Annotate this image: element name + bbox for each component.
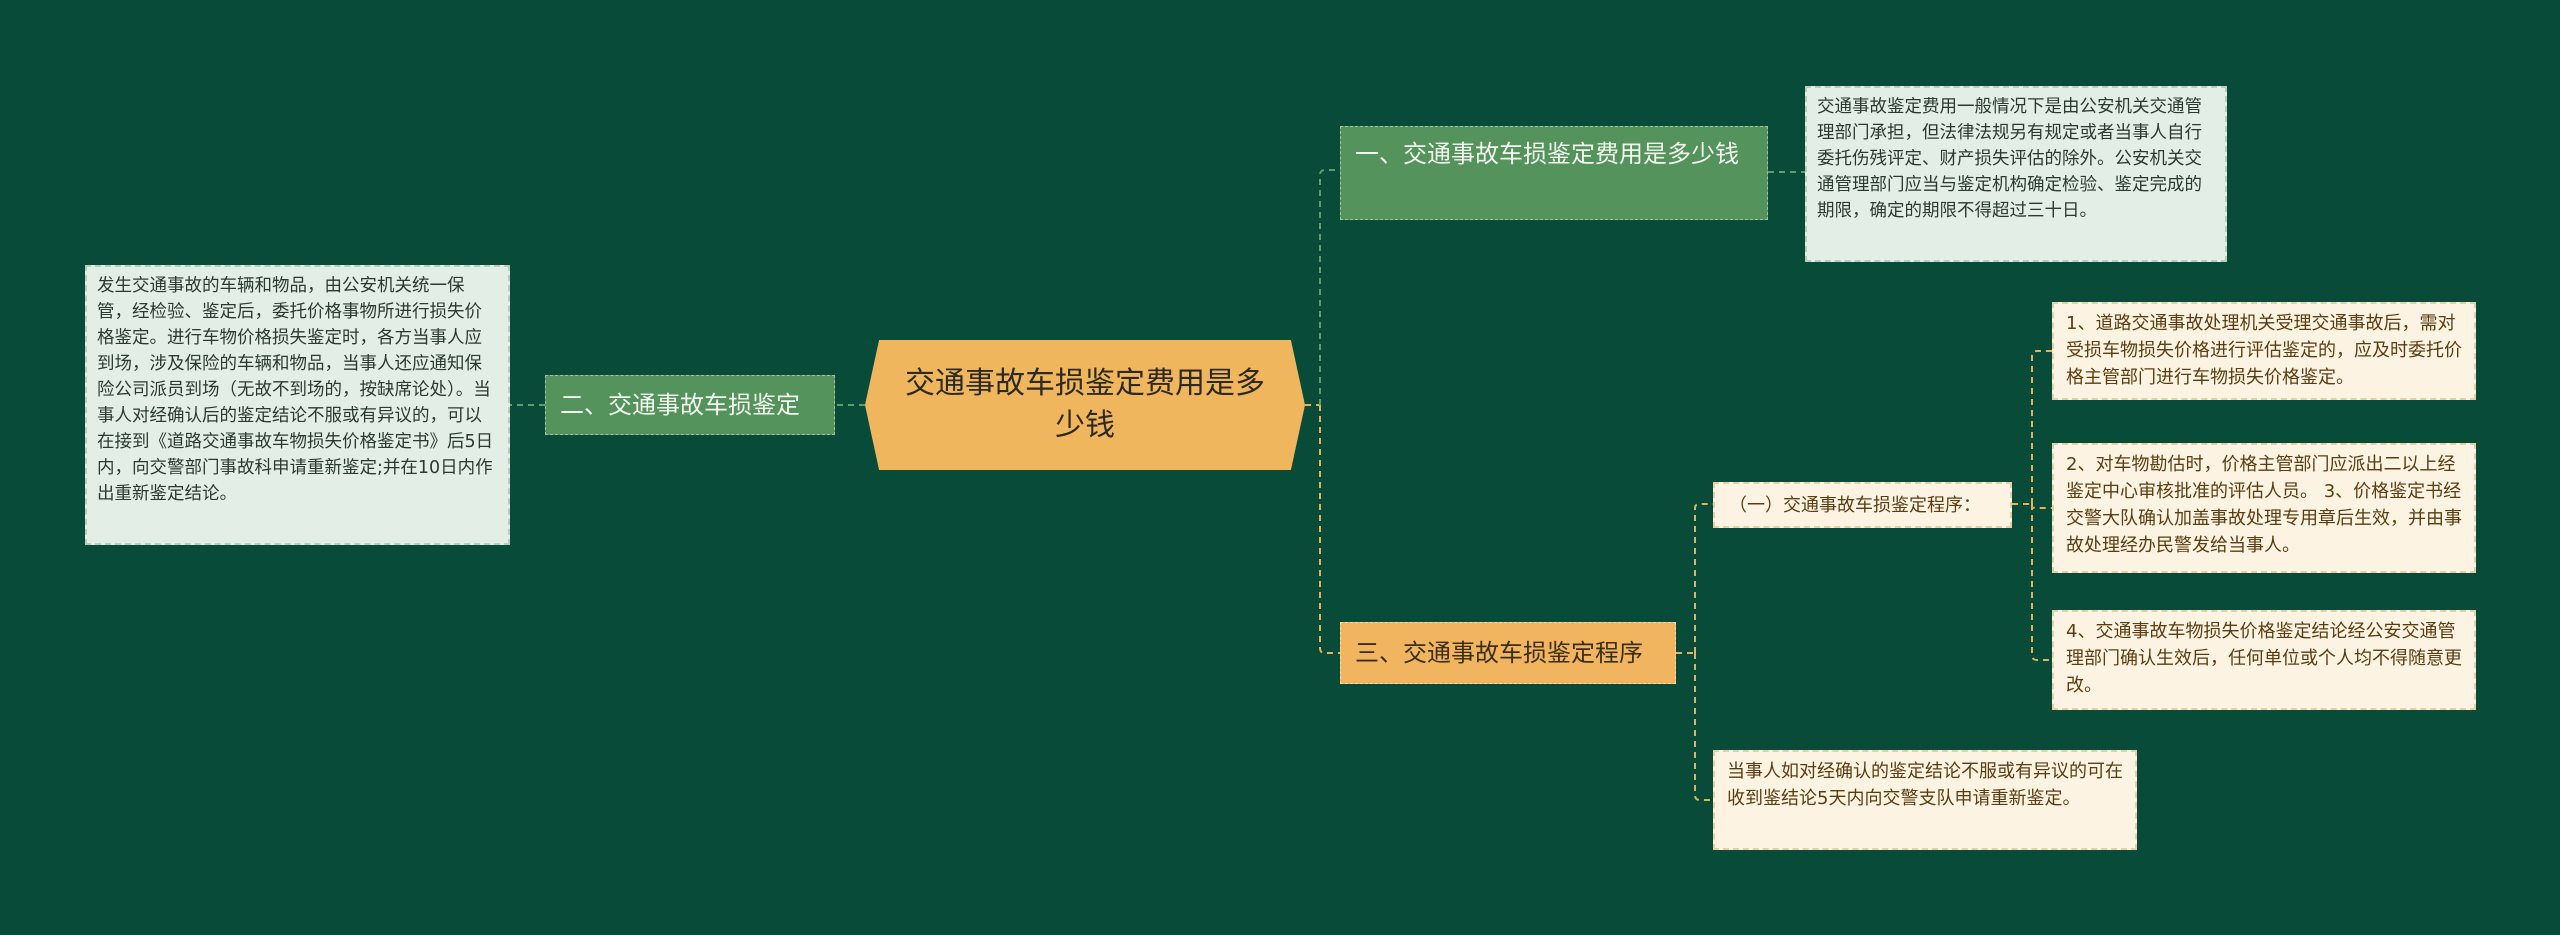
branch-1-detail-text: 交通事故鉴定费用一般情况下是由公安机关交通管理部门承担，但法律法规另有规定或者当…	[1817, 97, 2202, 221]
branch-3-note-text: 当事人如对经确认的鉴定结论不服或有异议的可在收到鉴结论5天内向交警支队申请重新鉴…	[1727, 761, 2123, 809]
procedure-item-2[interactable]: 2、对车物勘估时，价格主管部门应派出二以上经鉴定中心审核批准的评估人员。 3、价…	[2052, 443, 2476, 573]
branch-3-note[interactable]: 当事人如对经确认的鉴定结论不服或有异议的可在收到鉴结论5天内向交警支队申请重新鉴…	[1713, 750, 2137, 850]
procedure-item-3-text: 4、交通事故车物损失价格鉴定结论经公安交通管理部门确认生效后，任何单位或个人均不…	[2066, 621, 2462, 696]
branch-2-detail[interactable]: 发生交通事故的车辆和物品，由公安机关统一保管，经检验、鉴定后，委托价格事物所进行…	[85, 265, 510, 545]
procedure-item-2-text: 2、对车物勘估时，价格主管部门应派出二以上经鉴定中心审核批准的评估人员。 3、价…	[2066, 454, 2462, 556]
branch-3-node[interactable]: 三、交通事故车损鉴定程序	[1340, 622, 1676, 684]
branch-2-node[interactable]: 二、交通事故车损鉴定	[545, 375, 835, 435]
branch-3-label: 三、交通事故车损鉴定程序	[1355, 639, 1643, 667]
branch-2-label: 二、交通事故车损鉴定	[560, 391, 800, 419]
branch-3-sub-node[interactable]: （一）交通事故车损鉴定程序：	[1713, 482, 2012, 528]
branch-1-node[interactable]: 一、交通事故车损鉴定费用是多少钱	[1340, 126, 1768, 220]
branch-1-detail[interactable]: 交通事故鉴定费用一般情况下是由公安机关交通管理部门承担，但法律法规另有规定或者当…	[1805, 86, 2227, 262]
root-title: 交通事故车损鉴定费用是多少钱	[905, 366, 1265, 443]
root-topic[interactable]: 交通事故车损鉴定费用是多少钱	[865, 340, 1305, 470]
branch-1-label: 一、交通事故车损鉴定费用是多少钱	[1355, 140, 1739, 168]
procedure-item-3[interactable]: 4、交通事故车物损失价格鉴定结论经公安交通管理部门确认生效后，任何单位或个人均不…	[2052, 610, 2476, 710]
procedure-item-1-text: 1、道路交通事故处理机关受理交通事故后，需对受损车物损失价格进行评估鉴定的，应及…	[2066, 313, 2462, 388]
procedure-item-1[interactable]: 1、道路交通事故处理机关受理交通事故后，需对受损车物损失价格进行评估鉴定的，应及…	[2052, 302, 2476, 400]
branch-2-detail-text: 发生交通事故的车辆和物品，由公安机关统一保管，经检验、鉴定后，委托价格事物所进行…	[97, 276, 494, 504]
branch-3-sub-label: （一）交通事故车损鉴定程序：	[1729, 495, 1981, 516]
